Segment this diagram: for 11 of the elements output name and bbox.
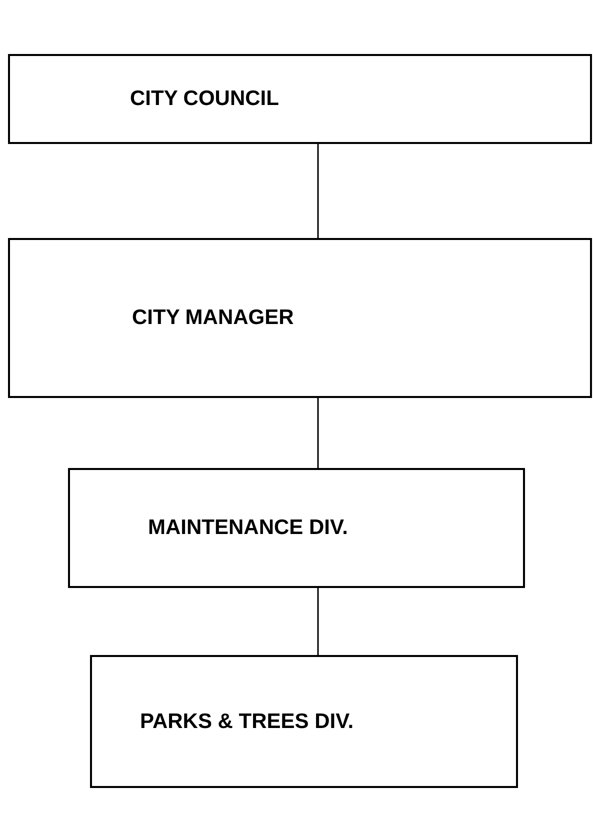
org-box — [8, 238, 592, 398]
org-box — [8, 54, 592, 144]
org-box — [68, 468, 525, 588]
box-title: CITY COUNCIL — [130, 86, 280, 112]
org-box — [90, 655, 518, 788]
connector-line — [317, 588, 319, 655]
box-title: PARKS & TREES DIV. — [140, 708, 355, 735]
connector-line — [317, 144, 319, 238]
box-title: MAINTENANCE DIV. — [148, 515, 349, 542]
connector-line — [317, 398, 319, 468]
box-title: CITY MANAGER — [132, 305, 295, 332]
